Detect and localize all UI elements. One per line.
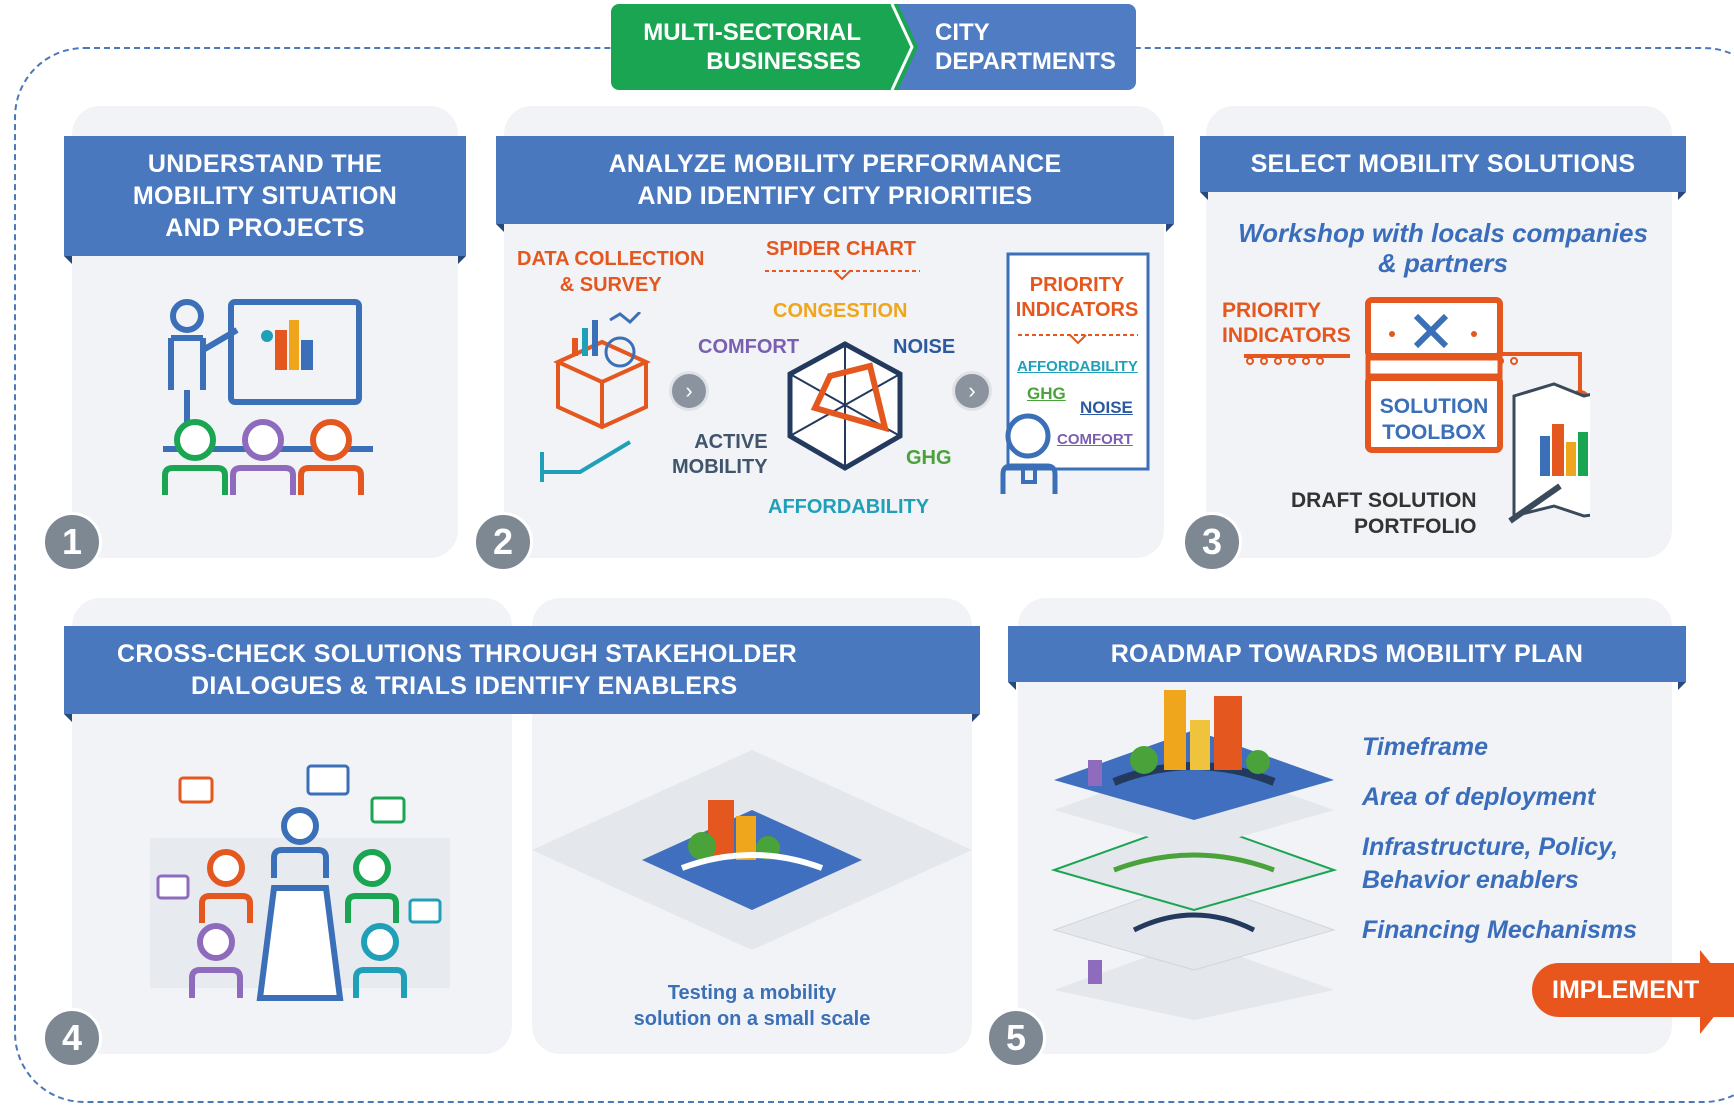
- priority-line1: PRIORITY: [1029, 274, 1125, 296]
- step1-number-badge: 1: [42, 512, 102, 572]
- step5-number-badge: 5: [986, 1008, 1046, 1068]
- draft-portfolio-label: DRAFT SOLUTION PORTFOLIO: [1291, 488, 1476, 540]
- step4-title-line2: DIALOGUES & TRIALS IDENTIFY ENABLERS: [191, 672, 738, 700]
- step5-header: ROADMAP TOWARDS MOBILITY PLAN: [1008, 626, 1686, 690]
- city-departments-label: CITY DEPARTMENTS: [935, 19, 1116, 75]
- step4-header: CROSS-CHECK SOLUTIONS THROUGH STAKEHOLDE…: [64, 626, 980, 722]
- priority-ghg: GHG: [1027, 384, 1066, 403]
- arrow-right-icon: ›: [669, 371, 709, 411]
- axis-comfort: COMFORT: [698, 336, 800, 358]
- roadmap-item-financing: Financing Mechanisms: [1362, 916, 1638, 944]
- trial-caption-line1: Testing a mobility: [667, 982, 837, 1004]
- tab-chevron-icon: [890, 4, 918, 90]
- spider-chart-label: SPIDER CHART: [766, 238, 917, 260]
- multi-sectorial-businesses-tab: MULTI-SECTORIAL BUSINESSES: [611, 4, 891, 90]
- step1-header: UNDERSTAND THE MOBILITY SITUATION AND PR…: [64, 136, 466, 264]
- draft-line1: DRAFT SOLUTION: [1291, 489, 1477, 512]
- step3-header: SELECT MOBILITY SOLUTIONS: [1200, 136, 1686, 200]
- priority-noise: NOISE: [1080, 398, 1133, 417]
- roadmap-item-timeframe: Timeframe: [1362, 733, 1488, 761]
- step1-title-line2: MOBILITY SITUATION: [132, 182, 398, 210]
- toolbox-line1: SOLUTION: [1379, 395, 1489, 418]
- roadmap-item-behavior: Behavior enablers: [1362, 866, 1579, 894]
- draft-line2: PORTFOLIO: [1353, 515, 1477, 538]
- workshop-line2: & partners: [1377, 248, 1509, 278]
- priority-line2: INDICATORS: [1015, 299, 1139, 321]
- layered-roadmap-illustration: [1050, 690, 1338, 1020]
- axis-congestion: CONGESTION: [773, 300, 908, 322]
- workshop-text: Workshop with locals companies & partner…: [1222, 218, 1664, 278]
- spider-chart-bracket: [765, 270, 920, 281]
- stakeholder-dialogue-illustration: [150, 764, 450, 1001]
- stakeholder-tabs: MULTI-SECTORIAL BUSINESSES CITY DEPARTME…: [611, 4, 1136, 90]
- roadmap-item-area: Area of deployment: [1362, 783, 1596, 811]
- axis-affordability: AFFORDABILITY: [768, 496, 930, 518]
- toolbox-line2: TOOLBOX: [1382, 421, 1486, 444]
- implement-arrow-icon: [1700, 950, 1734, 1034]
- axis-active-mobility: ACTIVE MOBILITY: [672, 430, 768, 480]
- trial-caption: Testing a mobility solution on a small s…: [532, 980, 972, 1032]
- step1-title-line1: UNDERSTAND THE: [147, 150, 383, 178]
- axis-ghg: GHG: [906, 447, 952, 469]
- priority-indicators-label: PRIORITY INDICATORS: [1014, 273, 1140, 323]
- step2-title-line2: AND IDENTIFY CITY PRIORITIES: [637, 182, 1033, 210]
- step2-title-line1: ANALYZE MOBILITY PERFORMANCE: [608, 150, 1062, 178]
- step1-title-line3: AND PROJECTS: [165, 214, 365, 242]
- solution-toolbox-illustration: [1244, 297, 1590, 524]
- person-icon: [1000, 413, 1058, 494]
- step3-title: SELECT MOBILITY SOLUTIONS: [1250, 150, 1636, 178]
- priority-comfort: COMFORT: [1057, 431, 1133, 448]
- multi-sectorial-label: MULTI-SECTORIAL BUSINESSES: [643, 19, 861, 75]
- priority-affordability: AFFORDABILITY: [1017, 358, 1138, 375]
- city-departments-tab: CITY DEPARTMENTS: [891, 4, 1136, 90]
- workshop-line1: Workshop with locals companies: [1238, 218, 1648, 248]
- step2-header: ANALYZE MOBILITY PERFORMANCE AND IDENTIF…: [496, 136, 1174, 232]
- data-collection-line1: DATA COLLECTION: [517, 248, 705, 270]
- presentation-illustration: [162, 299, 373, 495]
- step4-number-badge: 4: [42, 1008, 102, 1068]
- step4-title-line1: CROSS-CHECK SOLUTIONS THROUGH STAKEHOLDE…: [117, 640, 797, 668]
- axis-noise: NOISE: [893, 336, 956, 358]
- step3-number-badge: 3: [1182, 512, 1242, 572]
- data-collection-label: DATA COLLECTION & SURVEY: [517, 246, 704, 298]
- step3-priority-indicators: PRIORITY INDICATORS: [1222, 298, 1351, 348]
- step2-number-badge: 2: [473, 512, 533, 572]
- roadmap-item-infrastructure: Infrastructure, Policy,: [1362, 833, 1619, 861]
- priority-bracket: [1018, 334, 1138, 345]
- arrow-right-icon: ›: [952, 371, 992, 411]
- data-box-icon: [540, 312, 651, 482]
- data-collection-line2: & SURVEY: [559, 274, 662, 296]
- axis-active-line1: ACTIVE: [694, 431, 768, 453]
- step3-priority-line2: INDICATORS: [1222, 324, 1351, 347]
- small-scale-trial-illustration: [532, 750, 972, 950]
- axis-active-line2: MOBILITY: [672, 456, 768, 478]
- toolbox-label: SOLUTION TOOLBOX: [1368, 394, 1500, 446]
- spider-chart: [787, 341, 903, 471]
- trial-caption-line2: solution on a small scale: [633, 1008, 871, 1030]
- step3-priority-line1: PRIORITY: [1222, 299, 1322, 322]
- step5-title: ROADMAP TOWARDS MOBILITY PLAN: [1110, 640, 1584, 668]
